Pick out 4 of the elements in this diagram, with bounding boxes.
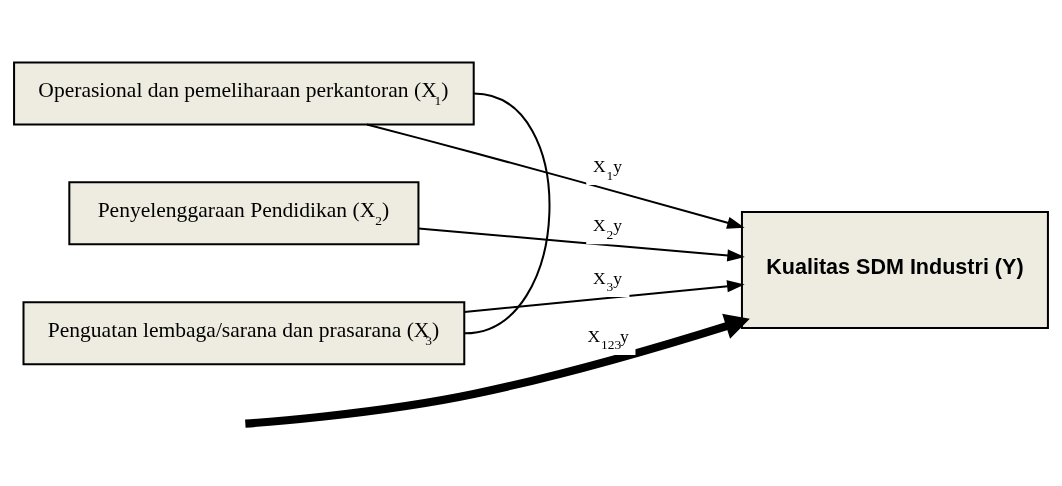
edge-label: X$_{123}$y (587, 325, 629, 352)
edge-label: X$_{3}$y (593, 267, 622, 294)
edge-label: X$_{2}$y (593, 214, 622, 242)
edge-label: X$_{1}$y (593, 155, 622, 183)
